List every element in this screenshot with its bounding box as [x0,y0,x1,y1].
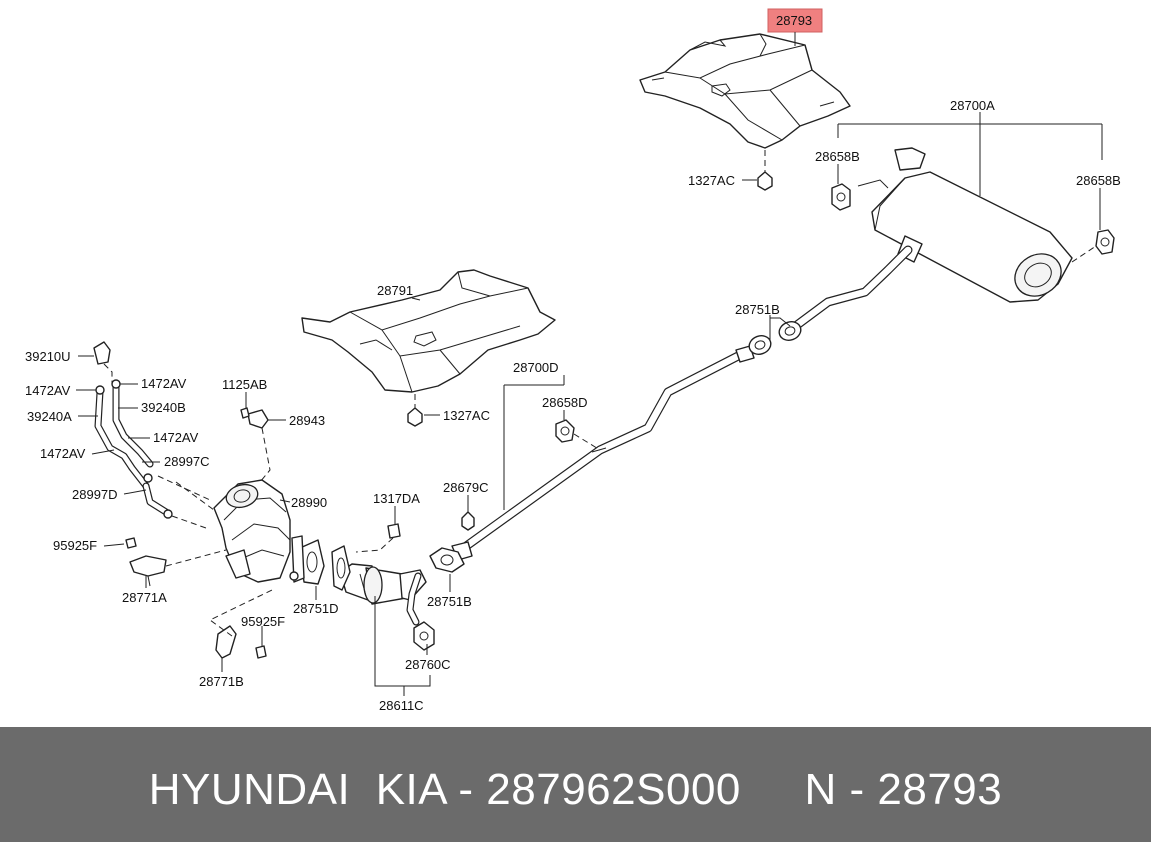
label-28791: 28791 [377,283,413,298]
hanger-28658b-left [831,183,851,211]
hanger-28658d [555,419,601,451]
exhaust-diagram: 28793 28700A 28658B 28658B 1327AC 28751B… [25,8,1121,713]
bolt-95925f-b [255,645,267,659]
label-28990: 28990 [291,495,327,510]
label-28997d: 28997D [72,487,118,502]
bracket-28943 [247,409,271,483]
label-28658d: 28658D [542,395,588,410]
hose-39240a [94,385,150,490]
nut-1327ac-top [742,150,773,191]
footer-bar: HYUNDAI KIA - 287962S000 N - 28793 [0,727,1151,842]
label-39240b: 39240B [141,400,186,415]
hanger-28658b-right [1071,229,1115,263]
label-28751b-bottom: 28751B [427,594,472,609]
label-1472av-3: 1472AV [153,430,199,445]
front-pipe [339,563,427,626]
label-28943: 28943 [289,413,325,428]
label-1317da: 1317DA [373,491,420,506]
label-39210u: 39210U [25,349,71,364]
label-1472av-2: 1472AV [141,376,187,391]
rear-muffler [857,147,1073,303]
catalytic-converter [213,479,305,583]
part-labels: 28793 28700A 28658B 28658B 1327AC 28751B… [25,13,1121,713]
label-28760c: 28760C [405,657,451,672]
heat-protector-rear [639,33,851,149]
footer-part-number: HYUNDAI KIA - 287962S000 N - 28793 [148,765,1003,814]
sensor-39210u [93,341,113,384]
label-28771a: 28771A [122,590,167,605]
bracket-28771b [209,589,273,659]
label-39240a: 39240A [27,409,72,424]
label-1472av-1: 1472AV [25,383,71,398]
label-28658b-left: 28658B [815,149,860,164]
label-1327ac-top: 1327AC [688,173,735,188]
label-28700a: 28700A [950,98,995,113]
label-95925f-1: 95925F [53,538,97,553]
bolt-1125ab [240,407,250,419]
leader-lines [76,32,1103,696]
label-28611c: 28611C [379,698,424,713]
bracket-28771a [129,549,227,587]
label-1327ac-mid: 1327AC [443,408,490,423]
nut-1327ac-mid [407,394,423,427]
nut-28679c [461,511,475,531]
label-95925f-2: 95925F [241,614,285,629]
gasket-28751b-lower [429,547,465,573]
label-28700d: 28700D [513,360,559,375]
label-28679c: 28679C [443,480,489,495]
gasket-28751b-upper-b [778,321,802,341]
label-28751d: 28751D [293,601,339,616]
bolt-1317da [355,523,401,553]
label-28658b-right: 28658B [1076,173,1121,188]
label-1125ab: 1125AB [222,377,267,392]
label-28771b: 28771B [199,674,244,689]
bolt-95925f-a [125,537,137,549]
label-28997c: 28997C [164,454,210,469]
label-1472av-4: 1472AV [40,446,86,461]
gasket-28751b-upper-a [748,335,772,355]
hose-39240b [111,379,154,468]
label-28793: 28793 [776,13,812,28]
center-pipe [451,245,913,561]
gasket-28751d [299,539,351,591]
heat-protector-center [301,269,556,393]
label-28751b-top: 28751B [735,302,780,317]
pipe-28997 [142,473,215,529]
hanger-28760c [413,621,435,651]
